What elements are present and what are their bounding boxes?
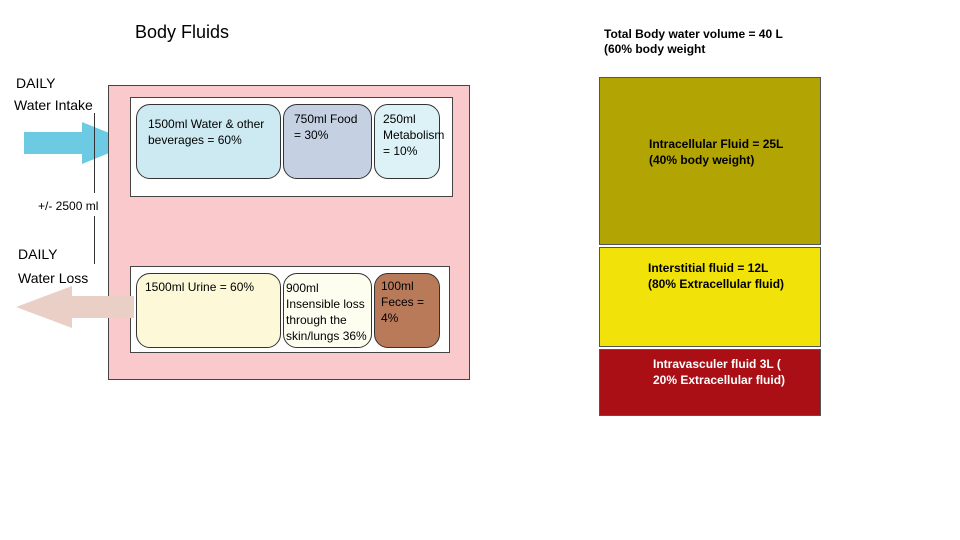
interstitial-fluid-box: Interstitial fluid = 12L (80% Extracellu… <box>599 247 821 347</box>
balance-line-upper <box>94 113 95 193</box>
balance-line-lower <box>94 216 95 264</box>
intake-arrow-shape <box>24 122 134 164</box>
intravascular-fluid-label: Intravasculer fluid 3L ( 20% Extracellul… <box>653 357 786 387</box>
intake-water-pill: 1500ml Water & other beverages = 60% <box>136 104 281 179</box>
intake-metabolism-pill: 250ml Metabolism = 10% <box>374 104 444 179</box>
total-water-line1: Total Body water volume = 40 L <box>604 27 783 41</box>
intake-arrow <box>24 122 134 164</box>
loss-insensible-pill: 900ml Insensible loss through the skin/l… <box>283 273 372 348</box>
diagram-title: Body Fluids <box>135 22 230 42</box>
balance-label: +/- 2500 ml <box>36 199 101 213</box>
total-water-label: Total Body water volume = 40 L (60% body… <box>604 27 834 57</box>
intake-label-line1: DAILY <box>16 75 56 91</box>
loss-urine-pill: 1500ml Urine = 60% <box>136 273 281 348</box>
total-water-line2: (60% body weight <box>604 42 706 56</box>
loss-arrow-shape <box>16 286 134 328</box>
loss-feces-pill: 100ml Feces = 4% <box>374 273 440 348</box>
intracellular-fluid-label: Intracellular Fluid = 25L (40% body weig… <box>649 137 784 167</box>
intake-label-line2: Water Intake <box>14 97 93 113</box>
intravascular-fluid-box: Intravasculer fluid 3L ( 20% Extracellul… <box>599 349 821 416</box>
intake-label: DAILY Water Intake <box>14 72 114 116</box>
intake-food-pill: 750ml Food = 30% <box>283 104 372 179</box>
loss-label: DAILY Water Loss <box>18 243 118 289</box>
loss-arrow <box>16 286 134 328</box>
loss-label-line1: DAILY <box>18 246 58 262</box>
intracellular-fluid-box: Intracellular Fluid = 25L (40% body weig… <box>599 77 821 245</box>
interstitial-fluid-label: Interstitial fluid = 12L (80% Extracellu… <box>648 261 785 291</box>
loss-label-line2: Water Loss <box>18 270 89 286</box>
